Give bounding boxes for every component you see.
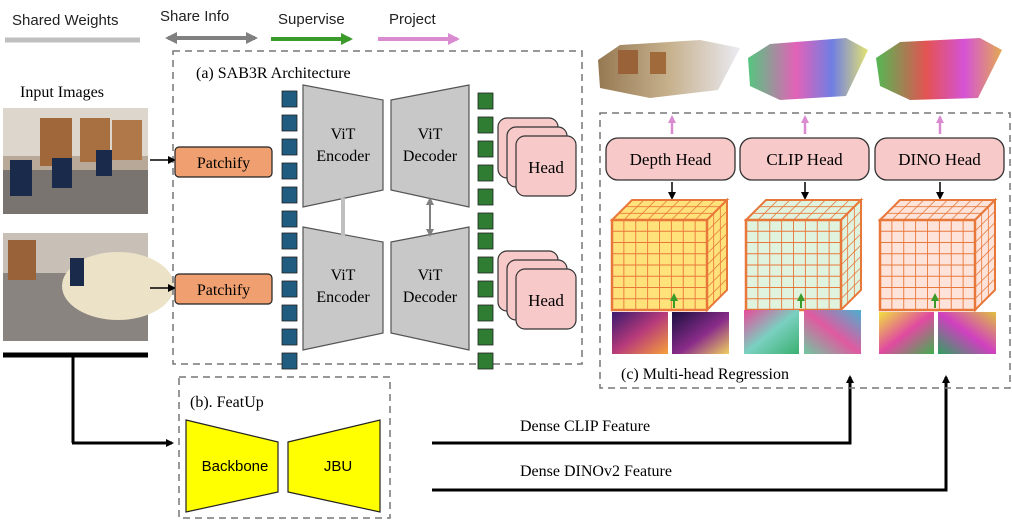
- decoder-token: [477, 304, 494, 322]
- vit-encoder-top: ViT Encoder: [302, 84, 384, 208]
- multihead-dashed-box: [599, 112, 1011, 389]
- dino-supervision-maps: [879, 312, 996, 354]
- vit-decoder-top: ViT Decoder: [390, 84, 470, 208]
- legend-supervise-label: Supervise: [278, 11, 345, 28]
- encoder-token: [281, 210, 298, 228]
- dense-dino-feature-arrow: [432, 375, 950, 492]
- featup-backbone-label: Backbone: [202, 458, 269, 475]
- featup-title: (b). FeatUp: [190, 394, 264, 411]
- head-top-label: Head: [528, 158, 564, 177]
- encoder-token: [281, 138, 298, 156]
- depth-head: Depth Head: [605, 137, 736, 181]
- head-stack-top: Head: [497, 117, 577, 197]
- clip-supervision-maps: [744, 310, 861, 354]
- decoder-token: [477, 232, 494, 250]
- encoder-token: [281, 328, 298, 346]
- encoder-token: [281, 186, 298, 204]
- encoder-token: [281, 352, 298, 370]
- patchify-top-label: Patchify: [197, 155, 250, 172]
- featup-jbu: JBU: [287, 419, 381, 513]
- patchify-bottom-label: Patchify: [197, 282, 250, 299]
- patchify-top: Patchify: [174, 146, 273, 178]
- dense-clip-feature-arrow: [432, 375, 854, 445]
- vit-decoder-bottom-label: Decoder: [403, 289, 458, 306]
- token-column-blue-top: [281, 90, 298, 228]
- decoder-token: [477, 280, 494, 298]
- decoder-token: [477, 352, 494, 370]
- legend-share-info-label: Share Info: [160, 8, 229, 25]
- decoder-token: [477, 92, 494, 110]
- head-bottom-label: Head: [528, 291, 564, 310]
- clip-feature-cube: [743, 197, 864, 313]
- head-stack-bottom: Head: [497, 250, 577, 330]
- point-cloud-clip: [748, 38, 868, 100]
- decoder-token: [477, 188, 494, 206]
- encoder-token: [281, 90, 298, 108]
- featup-backbone: Backbone: [185, 419, 279, 513]
- token-column-green-bottom: [477, 232, 494, 370]
- point-cloud-rgb: [598, 40, 740, 98]
- encoder-token: [281, 256, 298, 274]
- depth-supervision-maps: [612, 312, 729, 354]
- vit-encoder-bottom: ViT Encoder: [302, 226, 384, 351]
- decoder-token: [477, 328, 494, 346]
- decoder-token: [477, 140, 494, 158]
- clip-head: CLIP Head: [739, 137, 870, 181]
- vit-decoder-top-vit: ViT: [418, 126, 443, 143]
- token-column-blue-bottom: [281, 232, 298, 370]
- dino-feature-cube: [877, 197, 998, 313]
- vit-decoder-bottom-vit: ViT: [418, 267, 443, 284]
- encoder-token: [281, 232, 298, 250]
- decoder-token: [477, 116, 494, 134]
- dino-head: DINO Head: [874, 137, 1005, 181]
- encoder-token: [281, 304, 298, 322]
- decoder-token: [477, 212, 494, 230]
- point-cloud-dino: [876, 38, 1002, 100]
- legend-project-label: Project: [389, 11, 437, 28]
- decoder-token: [477, 256, 494, 274]
- depth-feature-cube: [609, 197, 730, 313]
- vit-decoder-top-label: Decoder: [403, 148, 458, 165]
- sab3r-title: (a) SAB3R Architecture: [196, 65, 351, 82]
- patchify-bottom: Patchify: [174, 273, 273, 305]
- input-image-top: [3, 108, 148, 214]
- token-column-green-top: [477, 92, 494, 230]
- vit-decoder-bottom: ViT Decoder: [390, 226, 470, 351]
- encoder-token: [281, 280, 298, 298]
- legend: Shared Weights Share Info Supervise Proj…: [5, 8, 460, 45]
- featup-dashed-box: [178, 376, 391, 519]
- legend-shared-weights-label: Shared Weights: [12, 12, 118, 29]
- dino-head-label: DINO Head: [898, 150, 981, 169]
- dense-clip-feature-label: Dense CLIP Feature: [520, 418, 650, 435]
- decoder-token: [477, 164, 494, 182]
- vit-encoder-top-vit: ViT: [331, 126, 356, 143]
- vit-encoder-bottom-vit: ViT: [331, 267, 356, 284]
- clip-head-label: CLIP Head: [766, 150, 843, 169]
- input-images-label: Input Images: [20, 84, 104, 101]
- featup-jbu-label: JBU: [324, 458, 352, 475]
- multihead-title: (c) Multi-head Regression: [621, 366, 789, 383]
- vit-encoder-top-label: Encoder: [316, 148, 370, 165]
- input-image-bottom: [3, 233, 174, 341]
- vit-encoder-bottom-label: Encoder: [316, 289, 370, 306]
- dense-dino-feature-label: Dense DINOv2 Feature: [520, 463, 672, 480]
- depth-head-label: Depth Head: [630, 150, 712, 169]
- encoder-token: [281, 162, 298, 180]
- sab3r-dashed-box: [172, 50, 583, 365]
- encoder-token: [281, 114, 298, 132]
